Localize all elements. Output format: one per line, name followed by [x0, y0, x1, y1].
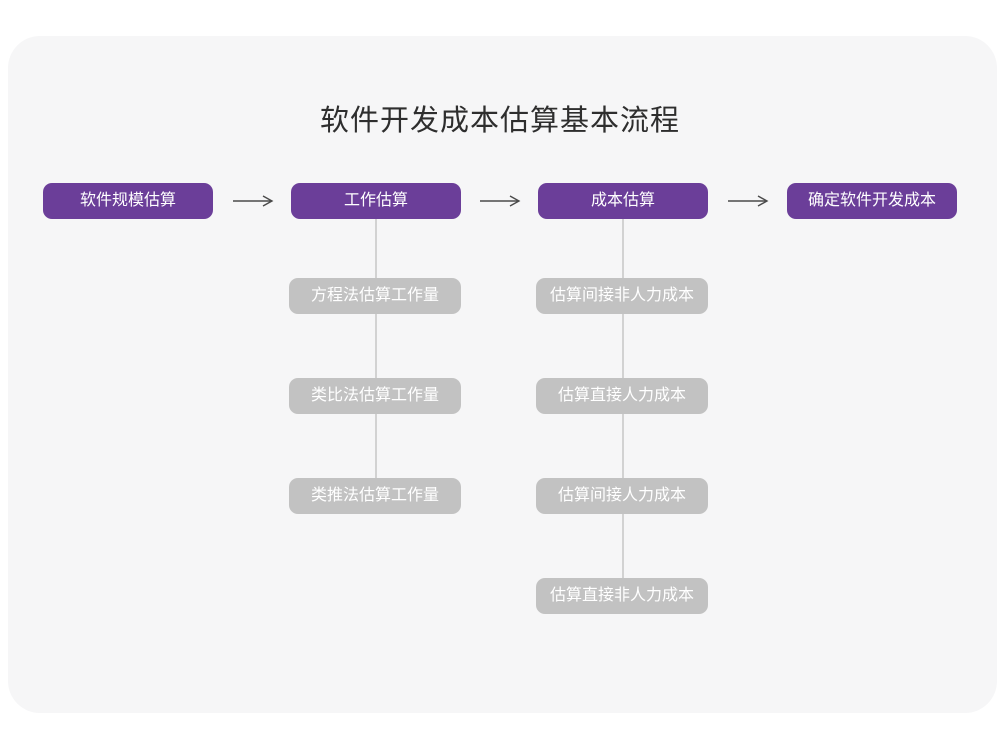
connector-line-work-column [375, 219, 377, 496]
right-arrow-icon [727, 194, 769, 208]
diagram-title: 软件开发成本估算基本流程 [319, 105, 680, 137]
node-analogy-method-workload: 类比法估算工作量 [289, 378, 461, 414]
node-software-scale-estimation: 软件规模估算 [43, 183, 213, 219]
node-work-estimation: 工作估算 [291, 183, 461, 219]
node-determine-software-dev-cost: 确定软件开发成本 [787, 183, 957, 219]
node-cost-estimation: 成本估算 [538, 183, 708, 219]
diagram-card [8, 36, 997, 713]
node-direct-labor-cost: 估算直接人力成本 [536, 378, 708, 414]
right-arrow-icon [232, 194, 274, 208]
node-extrapolation-method-workload: 类推法估算工作量 [289, 478, 461, 514]
node-indirect-labor-cost: 估算间接人力成本 [536, 478, 708, 514]
right-arrow-icon [479, 194, 521, 208]
node-indirect-nonlabor-cost: 估算间接非人力成本 [536, 278, 708, 314]
node-direct-nonlabor-cost: 估算直接非人力成本 [536, 578, 708, 614]
node-equation-method-workload: 方程法估算工作量 [289, 278, 461, 314]
